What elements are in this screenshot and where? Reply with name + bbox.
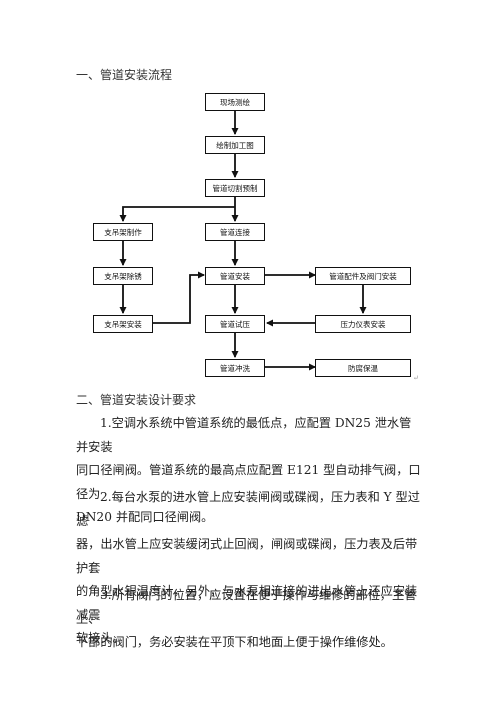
flow-step-pipe-connect: 管道连接 bbox=[205, 223, 265, 241]
flow-step-drawing: 绘制加工图 bbox=[205, 136, 265, 154]
flow-step-gauge-install: 压力仪表安装 bbox=[315, 315, 411, 333]
flow-step-pressure-test: 管道试压 bbox=[205, 315, 265, 333]
requirement-line: 同口径闸阀。管道系统的最高点应配置 E121 型自动排气阀，口径为 bbox=[76, 463, 421, 501]
arrow-supportinstall-install bbox=[153, 271, 205, 324]
flow-step-support-rust: 支吊架除锈 bbox=[93, 267, 153, 285]
flowchart-connectors bbox=[119, 111, 367, 371]
requirement-line: 的角型水银温度计，另外，与水泵相连接的进出水管上还应安装减震 bbox=[76, 584, 418, 622]
section-heading-design: 二、管道安装设计要求 bbox=[76, 393, 197, 407]
requirement-line: 3.所有阀门的位置，应设置在便于操作与维修的部位，主管上、 bbox=[76, 588, 417, 626]
arrow-cutting-support bbox=[119, 206, 235, 222]
requirement-line: 软接头。 bbox=[76, 631, 125, 645]
flow-step-survey: 现场测绘 bbox=[205, 93, 265, 111]
requirement-item-3: 3.所有阀门的位置，应设置在便于操作与维修的部位，主管上、 下部的阀门，务必安装… bbox=[76, 584, 422, 655]
paragraph-mark-icon: ↵ bbox=[413, 374, 419, 382]
requirement-item-1: 1.空调水系统中管道系统的最低点，应配置 DN25 泄水管并安装 同口径闸阀。管… bbox=[76, 412, 422, 530]
flow-step-fittings: 管道配件及阀门安装 bbox=[315, 267, 411, 285]
flow-step-pipe-install: 管道安装 bbox=[205, 267, 265, 285]
flow-step-flushing: 管道冲洗 bbox=[205, 359, 265, 377]
section-heading-flow: 一、管道安装流程 bbox=[76, 68, 173, 82]
requirement-line: 下部的阀门，务必安装在平顶下和地面上便于操作维修处。 bbox=[76, 635, 393, 649]
requirement-item-2: 2.每台水泵的进水管上应安装闸阀或碟阀，压力表和 Y 型过滤 器，出水管上应安装… bbox=[76, 486, 422, 651]
flow-step-support-install: 支吊架安装 bbox=[93, 315, 153, 333]
flow-step-anticorrosion: 防腐保温 bbox=[315, 359, 411, 377]
requirement-line: 器，出水管上应安装缓闭式止回阀，闸阀或碟阀，压力表及后带护套 bbox=[76, 537, 418, 575]
flow-step-cutting: 管道切割预制 bbox=[205, 179, 265, 197]
requirement-line: DN20 并配同口径闸阀。 bbox=[76, 510, 214, 524]
flow-step-support-make: 支吊架制作 bbox=[93, 223, 153, 241]
requirement-line: 2.每台水泵的进水管上应安装闸阀或碟阀，压力表和 Y 型过滤 bbox=[76, 490, 420, 528]
requirement-line: 1.空调水系统中管道系统的最低点，应配置 DN25 泄水管并安装 bbox=[76, 416, 412, 454]
